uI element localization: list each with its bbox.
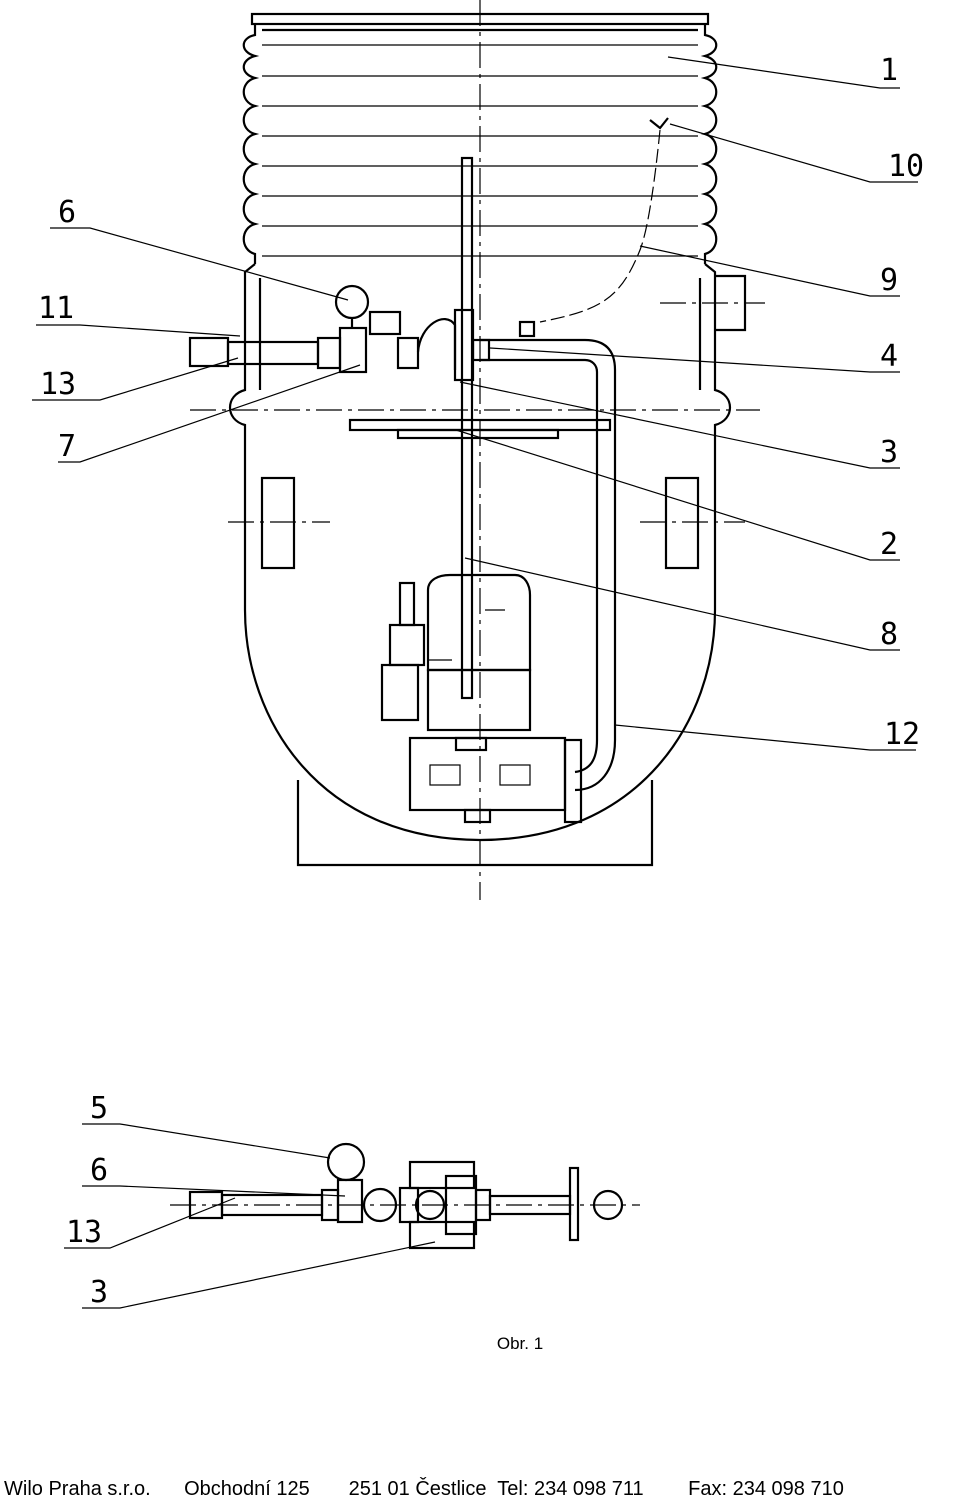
shaft-assembly-section: 1 10 9 4 3 2 8 12 6 11 13 7 — [32, 0, 924, 900]
submersible-pump — [380, 573, 567, 824]
plan-view: 5 6 13 3 — [64, 1091, 640, 1310]
callout-label: 13 — [40, 367, 76, 402]
figure-caption: Obr. 1 — [496, 1334, 544, 1353]
callout-label: 12 — [884, 717, 920, 752]
callout-label: 11 — [38, 291, 74, 326]
footer-city: 251 01 Čestlice — [348, 1478, 487, 1500]
footer-street: Obchodní 125 — [184, 1478, 310, 1500]
callout-label: 8 — [880, 617, 898, 652]
callout-label: 5 — [90, 1091, 108, 1126]
callout-label: 9 — [880, 263, 898, 298]
callout-label: 1 — [880, 53, 898, 88]
company-footer: Wilo Praha s.r.o. Obchodní 125 251 01 Če… — [4, 1478, 844, 1501]
callout-label: 3 — [90, 1275, 108, 1310]
callout-label: 2 — [880, 527, 898, 562]
footer-company: Wilo Praha s.r.o. — [4, 1478, 151, 1500]
callout-label: 4 — [880, 339, 898, 374]
footer-fax: Fax: 234 098 710 — [688, 1478, 844, 1500]
callout-label: 6 — [58, 195, 76, 230]
callout-label: 10 — [888, 149, 924, 184]
callout-label: 3 — [880, 435, 898, 470]
footer-tel: Tel: 234 098 711 — [497, 1478, 644, 1500]
callout-label: 6 — [90, 1153, 108, 1188]
callout-label: 7 — [58, 429, 76, 464]
callout-label: 13 — [66, 1215, 102, 1250]
